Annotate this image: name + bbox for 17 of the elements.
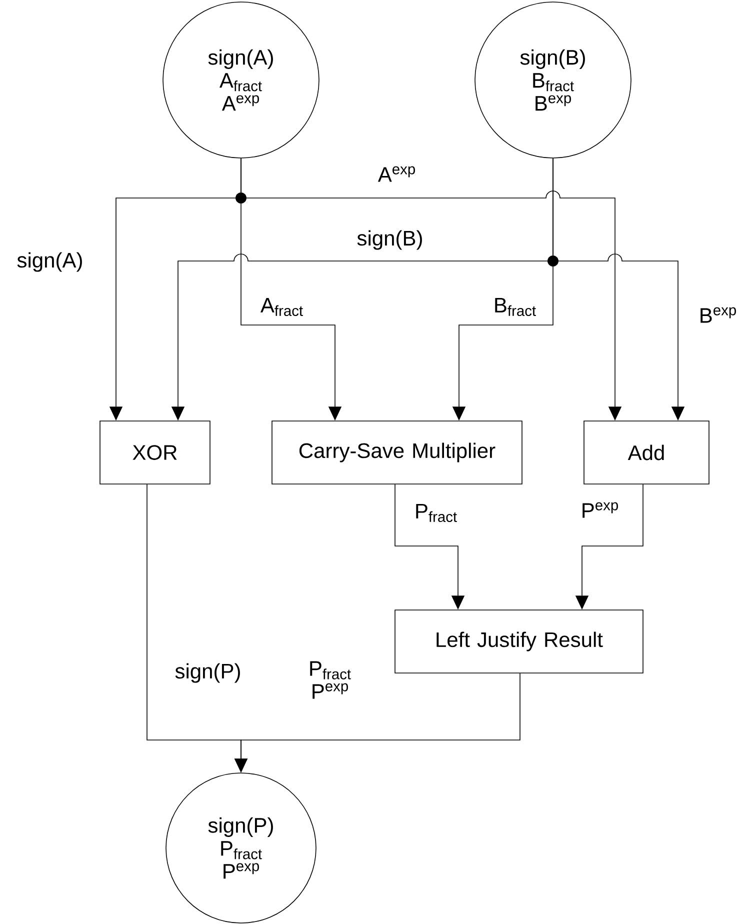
edge-label: sign(A) (17, 252, 82, 272)
edge-label: P$_{fract}$ P$^{exp}$ (310, 661, 351, 699)
edge-label: P$_{fract}$ (416, 504, 457, 522)
process-box: Carry-Save Multiplier (272, 420, 522, 484)
circle-node: sign(P) P$_{fract}$ P$^{exp}$ (166, 772, 316, 924)
edge-label: A$^{exp}$ (378, 166, 415, 182)
process-box: Add (584, 420, 710, 484)
process-box: XOR (100, 420, 210, 484)
edge-label: sign(P) (175, 663, 240, 683)
edge-label: B$^{exp}$ (700, 307, 736, 323)
edge-label: B$_{fract}$ (495, 298, 536, 316)
edge-label: P$^{exp}$ (582, 502, 618, 518)
circle-node: sign(B) B$_{fract}$ B$^{exp}$ (474, 2, 632, 158)
process-box: Left Justify Result (394, 610, 644, 674)
edge-label: sign(B) (357, 230, 422, 250)
circle-node: sign(A) A$_{fract}$ A$^{exp}$ (162, 2, 320, 158)
edge-label: A$_{fract}$ (260, 298, 303, 316)
